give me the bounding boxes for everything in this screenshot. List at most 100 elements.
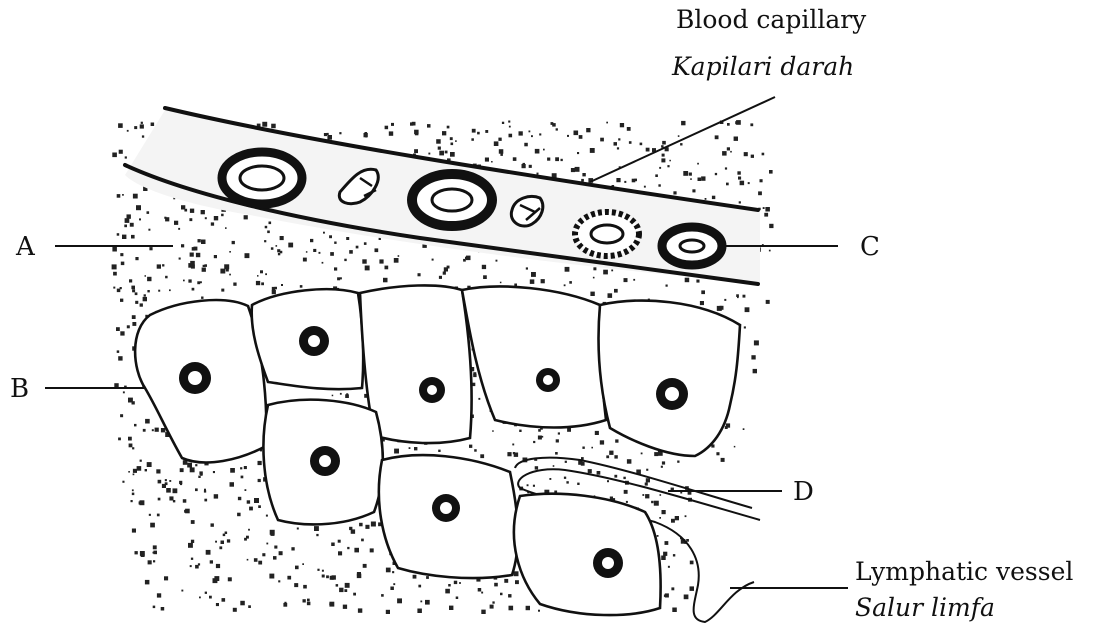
stipple-dot xyxy=(762,153,765,156)
stipple-dot xyxy=(206,550,211,555)
stipple-dot xyxy=(314,526,319,531)
stipple-dot xyxy=(277,249,280,252)
stipple-dot xyxy=(397,598,402,603)
stipple-dot xyxy=(508,121,510,123)
stipple-dot xyxy=(740,181,745,186)
stipple-dot xyxy=(494,583,498,587)
stipple-dot xyxy=(591,447,593,449)
stipple-dot xyxy=(398,255,400,257)
stipple-dot xyxy=(454,581,457,584)
stipple-dot xyxy=(627,127,631,131)
stipple-dot xyxy=(450,137,453,140)
stipple-dot xyxy=(184,510,187,513)
stipple-dot xyxy=(198,239,201,242)
stipple-dot xyxy=(254,498,259,503)
stipple-dot xyxy=(614,142,618,146)
stipple-dot xyxy=(169,480,171,482)
stipple-dot xyxy=(600,138,604,142)
stipple-dot xyxy=(593,267,596,270)
stipple-dot xyxy=(564,284,566,286)
stipple-dot xyxy=(459,582,461,584)
stipple-dot xyxy=(763,207,765,209)
stipple-dot xyxy=(485,158,489,162)
stipple-dot xyxy=(667,165,669,167)
stipple-dot xyxy=(334,242,336,244)
stipple-dot xyxy=(344,589,347,592)
stipple-dot xyxy=(271,124,276,129)
stipple-dot xyxy=(128,398,133,403)
stipple-dot xyxy=(178,228,180,230)
stipple-dot xyxy=(324,133,327,136)
stipple-dot xyxy=(632,179,636,183)
stipple-dot xyxy=(316,534,318,536)
stipple-dot xyxy=(564,477,566,479)
stipple-dot xyxy=(233,608,237,612)
nucleus xyxy=(536,368,560,392)
stipple-dot xyxy=(661,556,666,561)
body-cells xyxy=(135,285,740,615)
stipple-dot xyxy=(228,577,232,581)
stipple-dot xyxy=(122,481,124,483)
stipple-dot xyxy=(132,489,134,491)
stipple-dot xyxy=(485,130,488,133)
stipple-dot xyxy=(199,471,202,474)
stipple-dot xyxy=(498,138,501,141)
stipple-dot xyxy=(269,574,274,579)
stipple-dot xyxy=(198,476,200,478)
stipple-dot xyxy=(504,579,508,583)
stipple-dot xyxy=(541,279,545,283)
stipple-dot xyxy=(140,303,143,306)
stipple-dot xyxy=(409,447,411,449)
stipple-dot xyxy=(339,132,341,134)
stipple-dot xyxy=(696,280,699,283)
stipple-dot xyxy=(663,552,667,556)
stipple-dot xyxy=(588,469,592,473)
blood-capillary-label: Blood capillary xyxy=(676,5,867,34)
stipple-dot xyxy=(492,430,494,432)
stipple-dot xyxy=(538,610,540,612)
stipple-dot xyxy=(539,133,541,135)
stipple-dot xyxy=(192,247,196,251)
stipple-dot xyxy=(512,444,514,446)
stipple-dot xyxy=(478,398,480,400)
stipple-dot xyxy=(439,151,444,156)
stipple-dot xyxy=(180,483,182,485)
stipple-dot xyxy=(529,131,531,133)
stipple-dot xyxy=(265,273,267,275)
stipple-dot xyxy=(725,167,727,169)
nucleus xyxy=(310,446,340,476)
stipple-dot xyxy=(351,529,355,533)
stipple-dot xyxy=(438,450,440,452)
stipple-dot xyxy=(273,556,277,560)
stipple-dot xyxy=(158,498,161,501)
stipple-dot xyxy=(161,607,165,611)
stipple-dot xyxy=(190,209,194,213)
stipple-dot xyxy=(297,528,299,530)
stipple-dot xyxy=(590,292,594,296)
nucleus xyxy=(432,494,460,522)
stipple-dot xyxy=(132,322,136,326)
stipple-dot xyxy=(730,151,732,153)
stipple-dot xyxy=(119,150,123,154)
stipple-dot xyxy=(357,574,362,579)
stipple-dot xyxy=(543,149,545,151)
stipple-dot xyxy=(686,596,688,598)
stipple-dot xyxy=(620,123,624,127)
stipple-dot xyxy=(724,299,726,301)
stipple-dot xyxy=(269,222,272,225)
stipple-dot xyxy=(303,258,307,262)
stipple-dot xyxy=(141,122,143,124)
stipple-dot xyxy=(565,461,567,463)
stipple-dot xyxy=(603,270,608,275)
stipple-dot xyxy=(122,235,126,239)
stipple-dot xyxy=(496,260,498,262)
stipple-dot xyxy=(641,453,643,455)
stipple-dot xyxy=(375,248,379,252)
stipple-dot xyxy=(274,546,277,549)
stipple-dot xyxy=(359,523,363,527)
stipple-dot xyxy=(482,265,486,269)
stipple-dot xyxy=(739,201,741,203)
stipple-dot xyxy=(683,171,688,176)
stipple-dot xyxy=(343,605,347,609)
stipple-dot xyxy=(161,428,165,432)
